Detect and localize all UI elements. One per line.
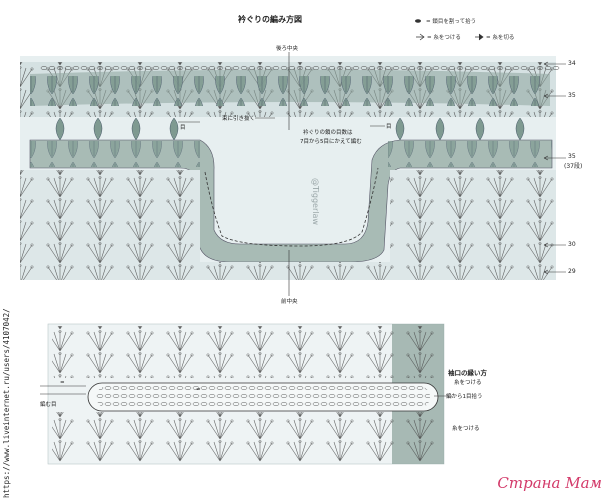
- legend-attach-symbol: [416, 33, 425, 41]
- brand-logo-text: Страна Мам: [497, 474, 602, 492]
- bottom-label-left-mark: =: [60, 380, 65, 386]
- legend-item-attach: = 糸をつける: [427, 35, 461, 41]
- bottom-label-tie: 糸をつける: [454, 380, 482, 386]
- round-number-29: 29: [568, 268, 576, 275]
- legend-item-chain: = 鎖目を割って拾う: [426, 19, 477, 25]
- hanging-petals: [55, 117, 525, 141]
- bottom-chart-title: 袖口の縁い方: [448, 369, 487, 377]
- neckline-chain-edge: [204, 167, 379, 247]
- round-number-30: 30: [568, 241, 576, 248]
- round-arrows: [543, 61, 566, 275]
- source-url: https://www.liveinternet.ru/users/410704…: [2, 308, 11, 498]
- legend-item-cut: = 糸を切る: [486, 35, 515, 41]
- bottom-label-right-mark: =: [196, 387, 201, 393]
- round-number-35-sub: (37段): [564, 163, 583, 170]
- label-pull-through: 束に引き抜く: [222, 116, 256, 122]
- bottom-label-from-row: 編から1目拾う: [446, 394, 483, 400]
- diagram-title: 衿ぐりの編み方図: [238, 15, 302, 24]
- watermark: @Tiggerlaw: [311, 178, 320, 225]
- round-number-34: 34: [568, 60, 576, 67]
- label-back-center: 後ろ中央: [276, 46, 299, 52]
- note-line-1: 衿ぐりの鎖の目数は: [303, 130, 353, 136]
- bottom-label-bottom-right: 糸をつける: [452, 426, 480, 432]
- label-right-marker: 目: [386, 124, 392, 130]
- round-number-35-mid: 35: [568, 153, 576, 160]
- legend-chain-symbol: [415, 19, 421, 23]
- round-number-35-top: 35: [568, 92, 576, 99]
- label-front-center: 前中央: [281, 299, 298, 305]
- legend-cut-symbol: [475, 33, 484, 41]
- label-left-marker: 目: [180, 125, 186, 131]
- note-line-2: 7目から5目にかえて編む: [300, 139, 362, 145]
- bottom-label-left-small: 編む目: [40, 402, 57, 408]
